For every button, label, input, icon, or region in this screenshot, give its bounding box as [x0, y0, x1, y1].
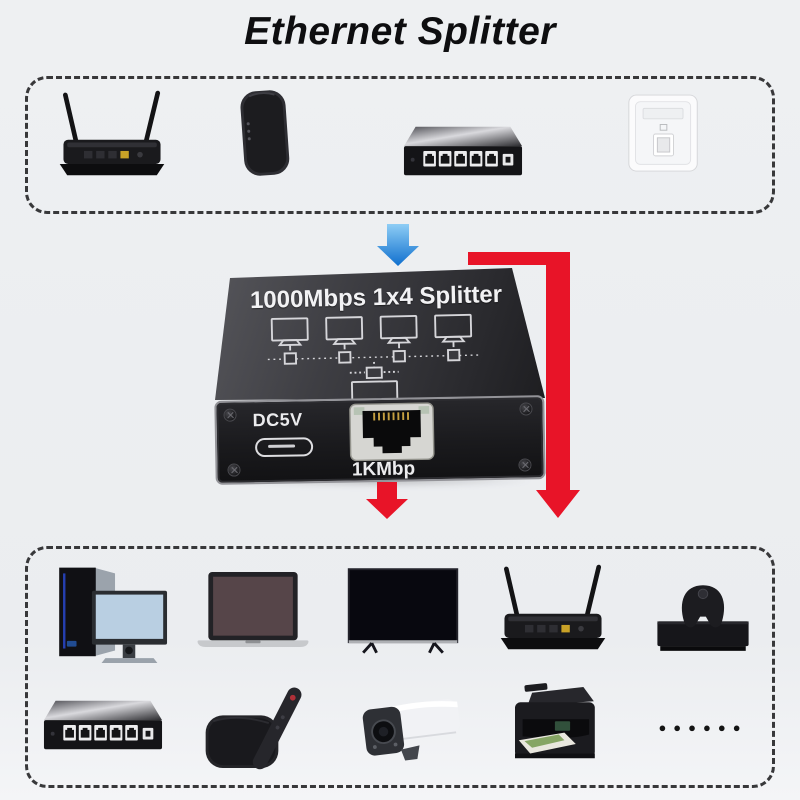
laptop-icon	[196, 566, 310, 659]
wireless-router-icon	[56, 89, 168, 183]
rj45-ethernet-port	[349, 402, 435, 462]
game-console-icon	[646, 562, 760, 663]
tv-streaming-box-icon	[198, 677, 308, 778]
printer-icon	[496, 677, 610, 778]
splitter-port-diagram	[267, 313, 481, 400]
ethernet-port-label: 1KMbp	[351, 458, 416, 481]
screw-icon	[224, 409, 236, 421]
screw-icon	[520, 403, 532, 415]
input-devices-box	[25, 76, 775, 214]
splitter-top-face: 1000Mbps 1x4 Splitter	[215, 268, 545, 400]
more-devices-dots: ●●●●●●	[658, 719, 748, 735]
modem-icon	[231, 87, 297, 181]
security-camera-icon	[341, 680, 465, 775]
desktop-computer-icon	[38, 556, 168, 669]
screw-icon	[228, 464, 240, 476]
splitter-front-face: DC5V 1KMbp	[214, 395, 546, 485]
usb-c-power-port	[254, 437, 314, 458]
wireless-router-icon	[497, 563, 609, 662]
output-elbow-arrow-icon	[468, 252, 580, 518]
smart-tv-icon	[343, 564, 463, 661]
power-port-label: DC5V	[252, 409, 303, 431]
network-switch-icon	[400, 121, 526, 181]
output-devices-box: ●●●●●●	[25, 546, 775, 788]
down-arrow-blue-icon	[377, 224, 419, 266]
down-arrow-red-icon	[366, 482, 408, 519]
splitter-model-label: 1000Mbps 1x4 Splitter	[249, 280, 503, 315]
splitter-device: 1000Mbps 1x4 Splitter	[210, 262, 550, 487]
page-title: Ethernet Splitter	[244, 10, 556, 53]
network-switch-icon	[40, 695, 166, 760]
ethernet-wall-jack-icon	[626, 92, 702, 176]
screw-icon	[519, 459, 531, 471]
